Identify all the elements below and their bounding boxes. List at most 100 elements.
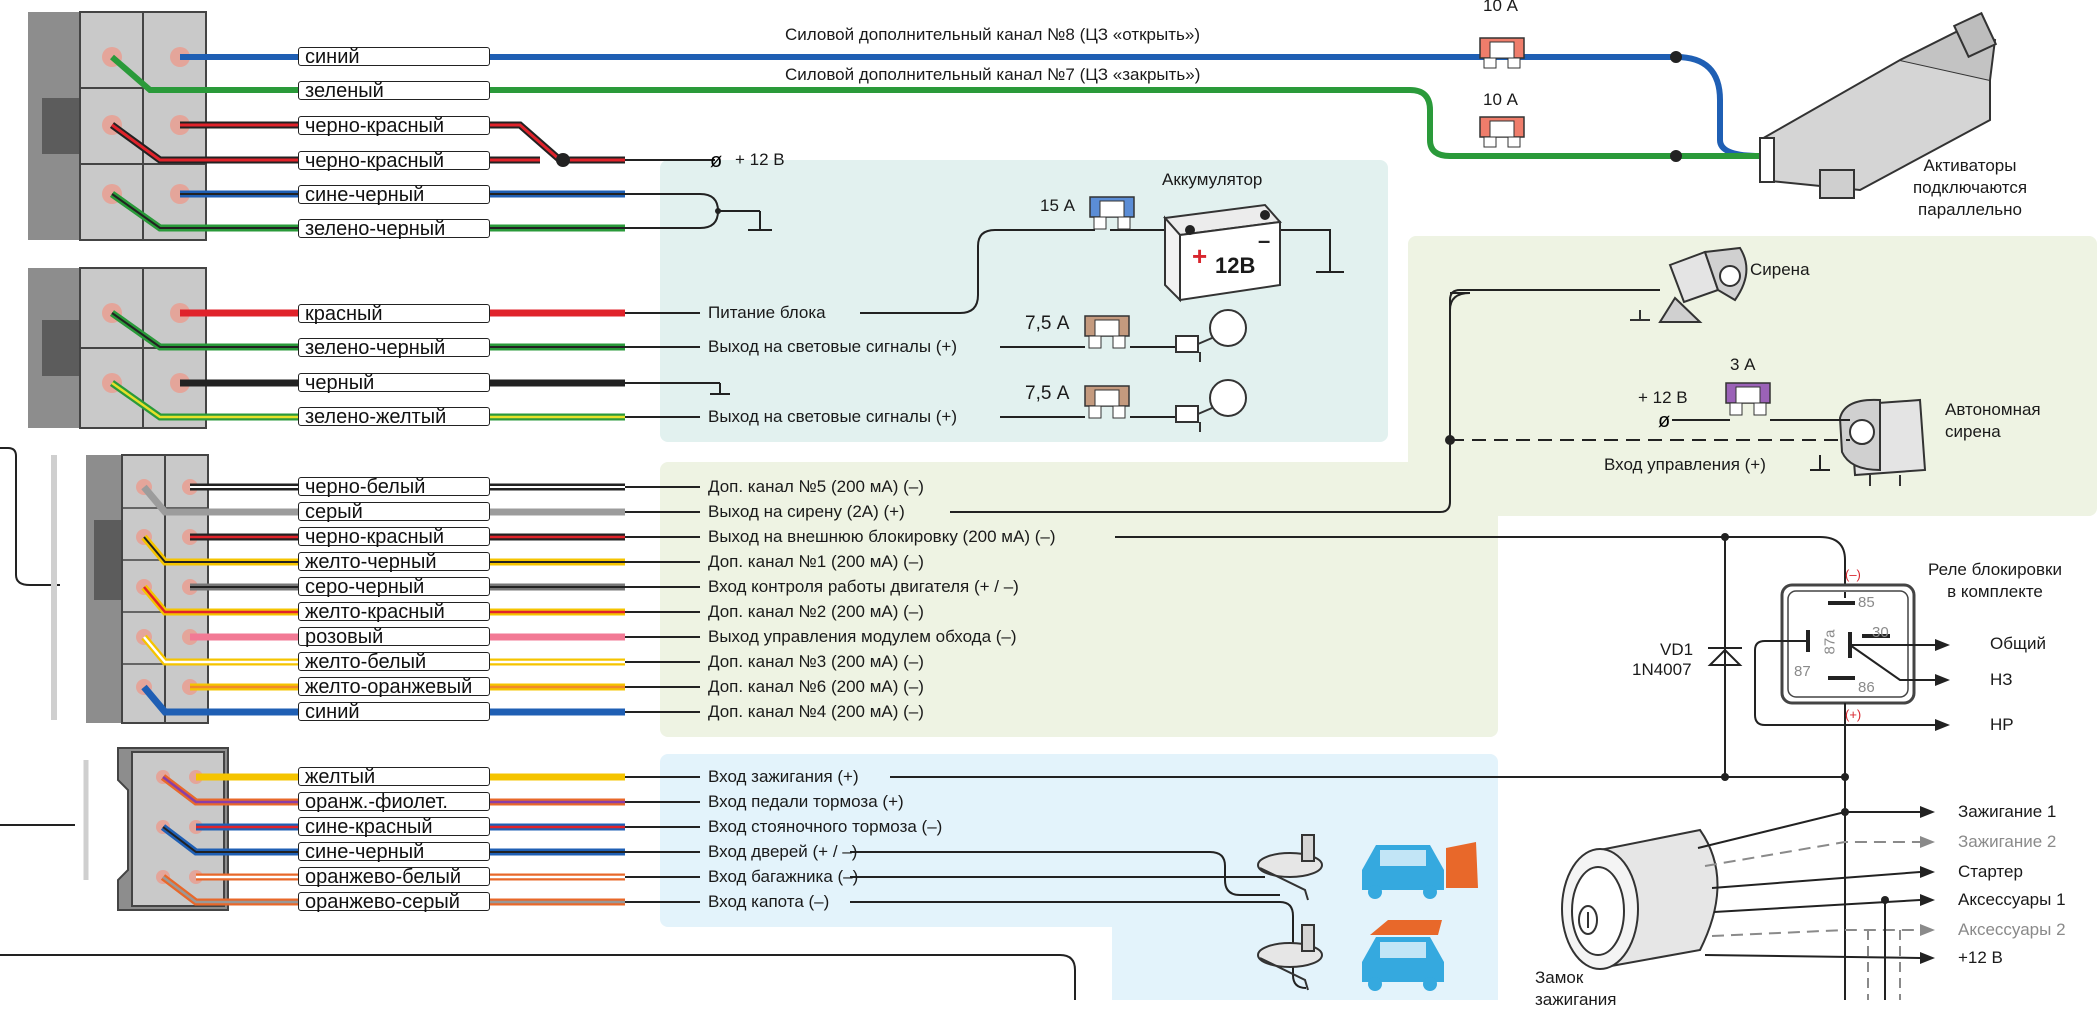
light-output-2-label: Выход на световые сигналы (+)	[708, 407, 958, 426]
input-label: Вход стояночного тормоза (–)	[708, 817, 943, 836]
relay-pin-85: 85	[1858, 594, 1875, 611]
wire-tag: оранж.-фиолет.	[298, 792, 490, 812]
siren-label: Сирена	[1750, 260, 1810, 279]
output-label: Вход контроля работы двигателя (+ / –)	[708, 577, 1019, 596]
output-label: Доп. канал №3 (200 мА) (–)	[708, 652, 924, 671]
light-output-1-label: Выход на световые сигналы (+)	[708, 337, 958, 356]
wire-tag: черно-белый	[298, 477, 490, 497]
fuse-15a-label: 15 А	[1040, 196, 1075, 215]
channel-8-label: Силовой дополнительный канал №8 (ЦЗ «отк…	[785, 25, 1200, 44]
relay-wiring	[890, 537, 1935, 1000]
harness-lines	[0, 447, 1076, 1000]
wire-tag: желто-красный	[298, 602, 490, 622]
ignition-wiring	[1697, 811, 1921, 1000]
fuse-3a	[1725, 382, 1771, 416]
fuse-a-label: 10 А	[1483, 0, 1518, 15]
wire-tag: черно-красный	[298, 527, 490, 547]
ignition-lock-label-2: зажигания	[1535, 990, 1617, 1009]
actuators-line2: подключаются	[1912, 178, 2028, 197]
wire-tag: черный	[298, 373, 490, 393]
wire-tag: зелено-черный	[298, 338, 490, 358]
fuse-10a-bottom	[1479, 116, 1525, 148]
ignition-out: Зажигание 2	[1958, 832, 2057, 851]
svg-text:+: +	[1192, 241, 1207, 271]
wire-tag: сине-черный	[298, 842, 490, 862]
wire-tag: черно-красный	[298, 151, 490, 171]
outputs-panel-bg	[660, 462, 1498, 737]
plus12-label: + 12 В	[735, 150, 785, 169]
wire-tag: серо-черный	[298, 577, 490, 597]
car-hood-open-icon	[1362, 920, 1444, 991]
relay-pin-87a: 87a	[1821, 629, 1839, 655]
wire-tag: красный	[298, 304, 490, 324]
siren-icon	[1630, 246, 1748, 323]
car-door-open-icon	[1362, 842, 1478, 899]
auto-siren-line1: Автономная	[1945, 400, 2041, 419]
siren-plus12-label: + 12 В	[1638, 388, 1688, 407]
input-label: Вход зажигания (+)	[708, 767, 859, 786]
fuse-light1-label: 7,5 А	[1025, 313, 1070, 334]
fuse-3a-label: 3 А	[1730, 355, 1756, 374]
relay-title-line1: Реле блокировки	[1928, 560, 2062, 579]
siren-wiring	[1449, 289, 1850, 471]
auto-siren-line2: сирена	[1945, 422, 2001, 441]
diameter-symbol-2: ø	[1658, 410, 1670, 432]
input-label: Вход капота (–)	[708, 892, 830, 911]
fuse-7-5a-2	[1084, 385, 1130, 419]
diode-label-1: VD1	[1660, 640, 1694, 659]
relay-title-line2: в комплекте	[1947, 582, 2043, 601]
output-label: Доп. канал №2 (200 мА) (–)	[708, 602, 924, 621]
wire-tag: желто-оранжевый	[298, 677, 490, 697]
relay-arrows	[1935, 639, 1950, 731]
battery-title: Аккумулятор	[1162, 170, 1263, 189]
output-label: Доп. канал №4 (200 мА) (–)	[708, 702, 924, 721]
svg-text:–: –	[1258, 228, 1270, 253]
relay-pin-86: 86	[1858, 679, 1875, 696]
wire-tag: зелено-черный	[298, 219, 490, 239]
ignition-out: Зажигание 1	[1958, 802, 2057, 821]
control-input-label: Вход управления (+)	[1604, 455, 1766, 474]
battery-icon: + –	[1163, 203, 1282, 303]
output-label: Выход управления модулем обхода (–)	[708, 627, 1017, 646]
actuator-icon	[1759, 11, 1998, 199]
output-label: Выход на внешнюю блокировку (200 мА) (–)	[708, 527, 1056, 546]
wire-tag: оранжево-серый	[298, 892, 490, 912]
fuse-light2-label: 7,5 А	[1025, 383, 1070, 404]
wire-tag: серый	[298, 502, 490, 522]
input-label: Вход педали тормоза (+)	[708, 792, 904, 811]
wire-tag: синий	[298, 702, 490, 722]
input-label: Вход дверей (+ / –)	[708, 842, 858, 861]
input-label: Вход багажника (–)	[708, 867, 859, 886]
fuse-15a	[1089, 196, 1135, 230]
fuse-b-label: 10 А	[1483, 90, 1518, 109]
wire-tag: розовый	[298, 627, 490, 647]
wire-tag: желтый	[298, 767, 490, 787]
relay-icon	[1780, 583, 1916, 705]
diameter-symbol: ø	[710, 150, 722, 172]
wire-tag: сине-черный	[298, 185, 490, 205]
output-label: Доп. канал №5 (200 мА) (–)	[708, 477, 924, 496]
battery-panel-bg	[660, 160, 1388, 442]
siren-panel-bg	[1408, 236, 2097, 516]
wire-tag: зелено-желтый	[298, 407, 490, 427]
bulb-icon-1	[1175, 309, 1247, 362]
door-switch-icon-2	[1257, 924, 1323, 991]
ignition-arrows	[1920, 806, 1935, 964]
ignition-out: Аксессуары 1	[1958, 890, 2066, 909]
relay-out-nr: НР	[1990, 715, 2014, 734]
relay-out-nz: НЗ	[1990, 670, 2013, 689]
wire-tag: синий	[298, 47, 490, 67]
channel-7-label: Силовой дополнительный канал №7 (ЦЗ «зак…	[785, 65, 1201, 84]
bulb-icon-2	[1175, 379, 1247, 432]
wire-tag: сине-красный	[298, 817, 490, 837]
wire-tag: желто-черный	[298, 552, 490, 572]
output-label: Выход на сирену (2А) (+)	[708, 502, 905, 521]
relay-pin-30: 30	[1872, 624, 1889, 641]
output-label: Доп. канал №6 (200 мА) (–)	[708, 677, 924, 696]
actuators-line3: параллельно	[1918, 200, 2022, 219]
ignition-out: Аксессуары 2	[1958, 920, 2066, 939]
wire-tag: желто-белый	[298, 652, 490, 672]
fuse-10a-top	[1479, 37, 1525, 69]
relay-pin-87: 87	[1794, 663, 1811, 680]
